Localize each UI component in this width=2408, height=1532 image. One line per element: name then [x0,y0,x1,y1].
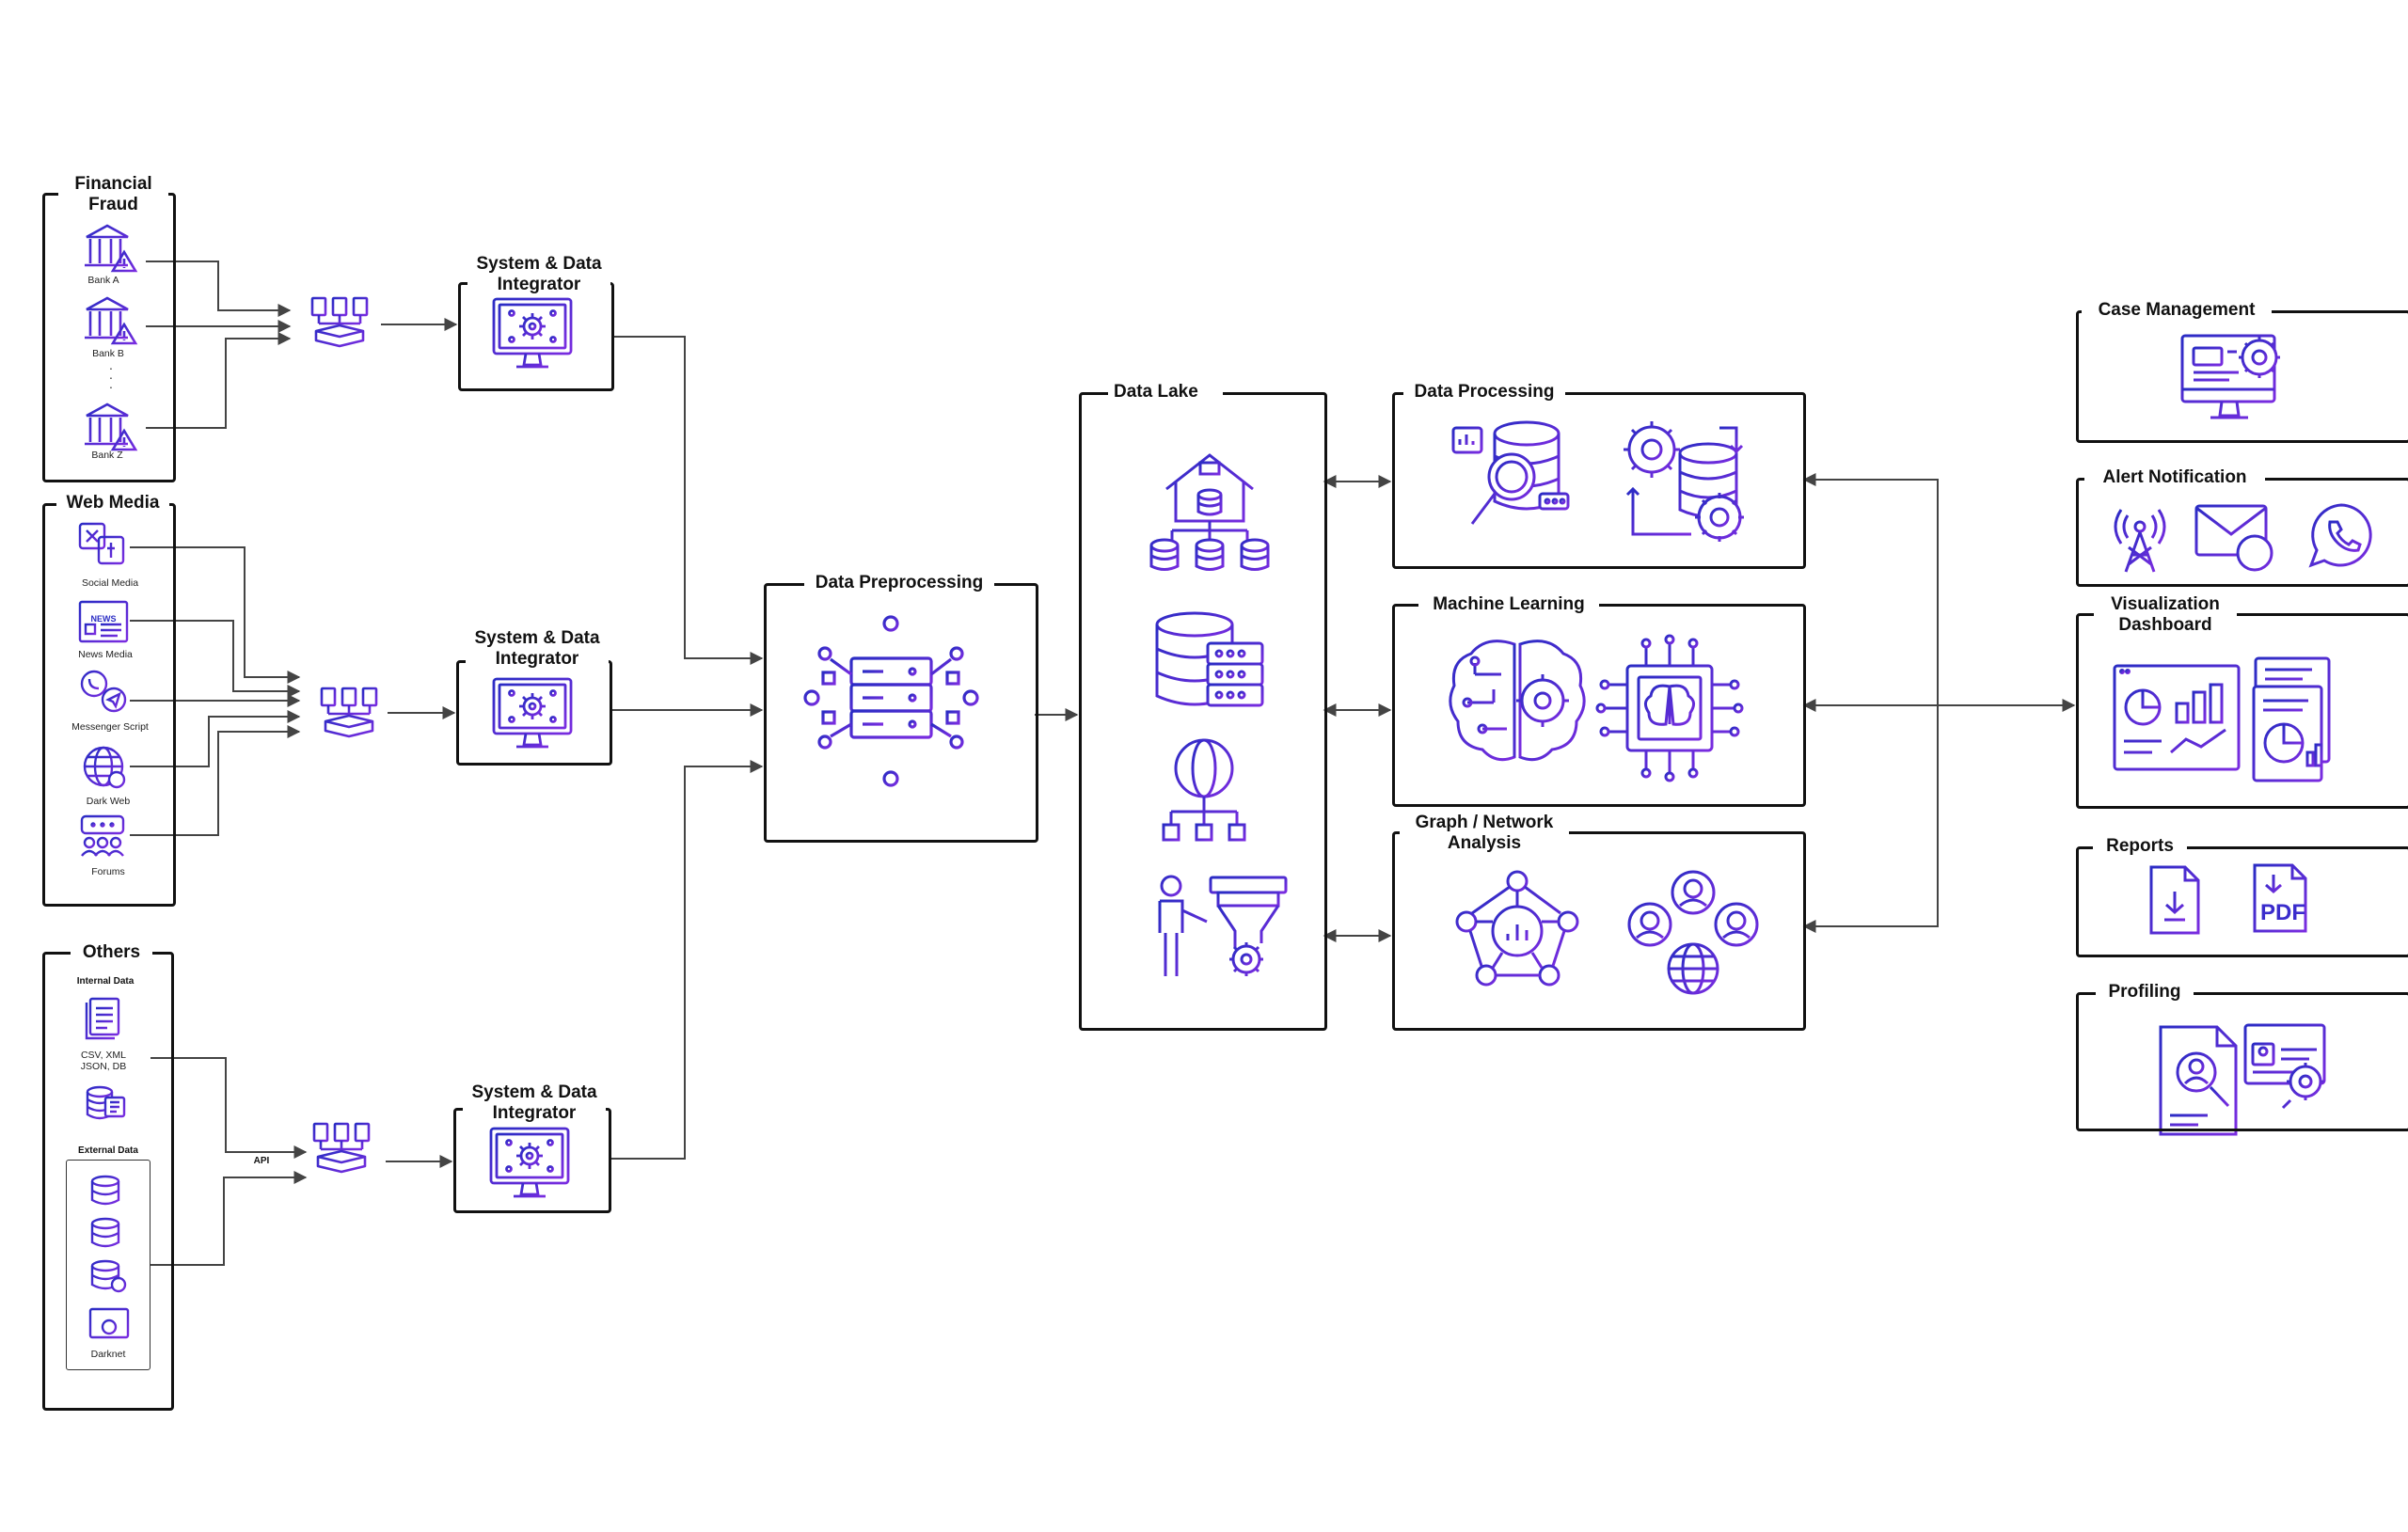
integrator-box-2 [456,660,612,766]
monitor-gear-icon [492,677,573,749]
preprocessing-title: Data Preprocessing [804,573,994,593]
data-lake-title: Data Lake [1108,382,1223,403]
profile-search-icon [2159,1023,2326,1136]
graph-analysis-title: Graph / Network Analysis [1400,813,1569,854]
monitor-settings-icon [2180,334,2280,419]
forum-icon [80,814,125,857]
dark-web-label: Dark Web [86,796,131,807]
darknet-icon [88,1307,130,1339]
connector-bank-a [146,261,292,317]
globe-network-icon [1162,738,1246,842]
others-title: Others [71,942,152,963]
internal-data-label: Internal Data [76,976,135,987]
data-engineer-icon [1158,875,1288,976]
reports-title: Reports [2093,836,2187,857]
external-data-label: External Data [78,1145,138,1156]
svg-text:NEWS: NEWS [91,614,117,624]
machine-learning-box [1392,604,1806,807]
connectors [130,261,2076,1266]
bank-a-label: Bank A [87,275,119,286]
case-management-box [2076,310,2408,443]
database-icon [90,1217,120,1248]
bank-b-label: Bank B [92,348,124,359]
bank-z-label: Bank Z [91,450,123,461]
alert-notification-title: Alert Notification [2084,467,2265,488]
connector-integrator1-preprocessing [611,336,764,665]
monitor-gear-icon [492,297,573,369]
news-media-label: News Media [78,649,133,660]
connector-social [130,546,301,684]
machine-learning-title: Machine Learning [1418,594,1599,615]
data-processing-box [1392,392,1806,569]
document-icon [85,997,120,1040]
integrator-title-2: System & Data Integrator [466,628,609,670]
monitor-gear-icon [489,1127,570,1198]
bank-icon [85,224,138,273]
connector-external [150,1171,308,1266]
web-media-title: Web Media [56,493,169,513]
database-gear-icon [1624,421,1744,542]
chip-brain-icon [1595,634,1744,782]
graph-analysis-box [1392,831,1806,1031]
pdf-file-icon: PDF [2253,863,2307,933]
integrator-title-3: System & Data Integrator [463,1082,606,1124]
global-people-icon [1627,870,1759,995]
bank-icon [85,403,138,451]
connector-internal [150,1057,308,1159]
connector-integrator3-preprocessing [610,760,764,1160]
splitter-icon [320,687,378,738]
network-graph-icon [1455,870,1579,987]
messenger-icon [80,670,127,713]
data-house-icon [1149,453,1270,571]
financial-fraud-box [42,193,176,482]
profiling-box [2076,992,2408,1131]
visualization-dashboard-box [2076,613,2408,809]
connector-processing-bus [1802,479,1939,933]
connector-darkweb [130,710,301,767]
whatsapp-icon [2308,503,2372,568]
database-icon [90,1259,127,1293]
bank-icon [85,296,138,345]
profiling-title: Profiling [2096,982,2194,1003]
database-icon [90,1175,120,1206]
dark-web-icon [83,746,126,789]
news-icon: NEWS [78,600,129,643]
api-label: API [253,1156,270,1166]
preprocessing-box [764,583,1038,843]
forums-label: Forums [91,866,125,877]
social-media-label: Social Media [81,577,139,589]
web-media-box [42,503,176,907]
brain-gear-icon [1449,640,1586,762]
pdf-text: PDF [2260,900,2305,925]
reports-box [2076,846,2408,957]
financial-fraud-title: Financial Fraud [58,174,168,215]
data-processing-title: Data Processing [1403,382,1565,403]
data-lake-box [1079,392,1327,1031]
social-media-icon [78,522,125,565]
messenger-script-label: Messenger Script [71,721,149,733]
visualization-dashboard-title: Visualization Dashboard [2094,594,2237,636]
connector-bank-z [146,332,292,429]
file-formats-label: CSV, XML JSON, DB [80,1050,127,1072]
case-management-title: Case Management [2082,300,2272,321]
external-data-box [66,1160,150,1370]
dashboard-charts-icon [2113,656,2331,782]
splitter-icon [312,1122,371,1174]
ellipsis: . . . [109,357,113,391]
connector-news [130,620,301,698]
file-download-icon [2149,865,2200,935]
signal-tower-icon [2114,509,2166,573]
darknet-label: Darknet [90,1349,126,1360]
integrator-box-1 [458,282,614,391]
splitter-icon [310,296,369,348]
integrator-title-1: System & Data Integrator [467,254,610,295]
alert-notification-box [2076,478,2408,587]
database-server-icon [1155,611,1264,707]
database-search-icon [1451,420,1570,525]
server-network-icon [803,615,979,787]
email-alert-icon [2194,504,2273,572]
database-icon [86,1085,126,1120]
